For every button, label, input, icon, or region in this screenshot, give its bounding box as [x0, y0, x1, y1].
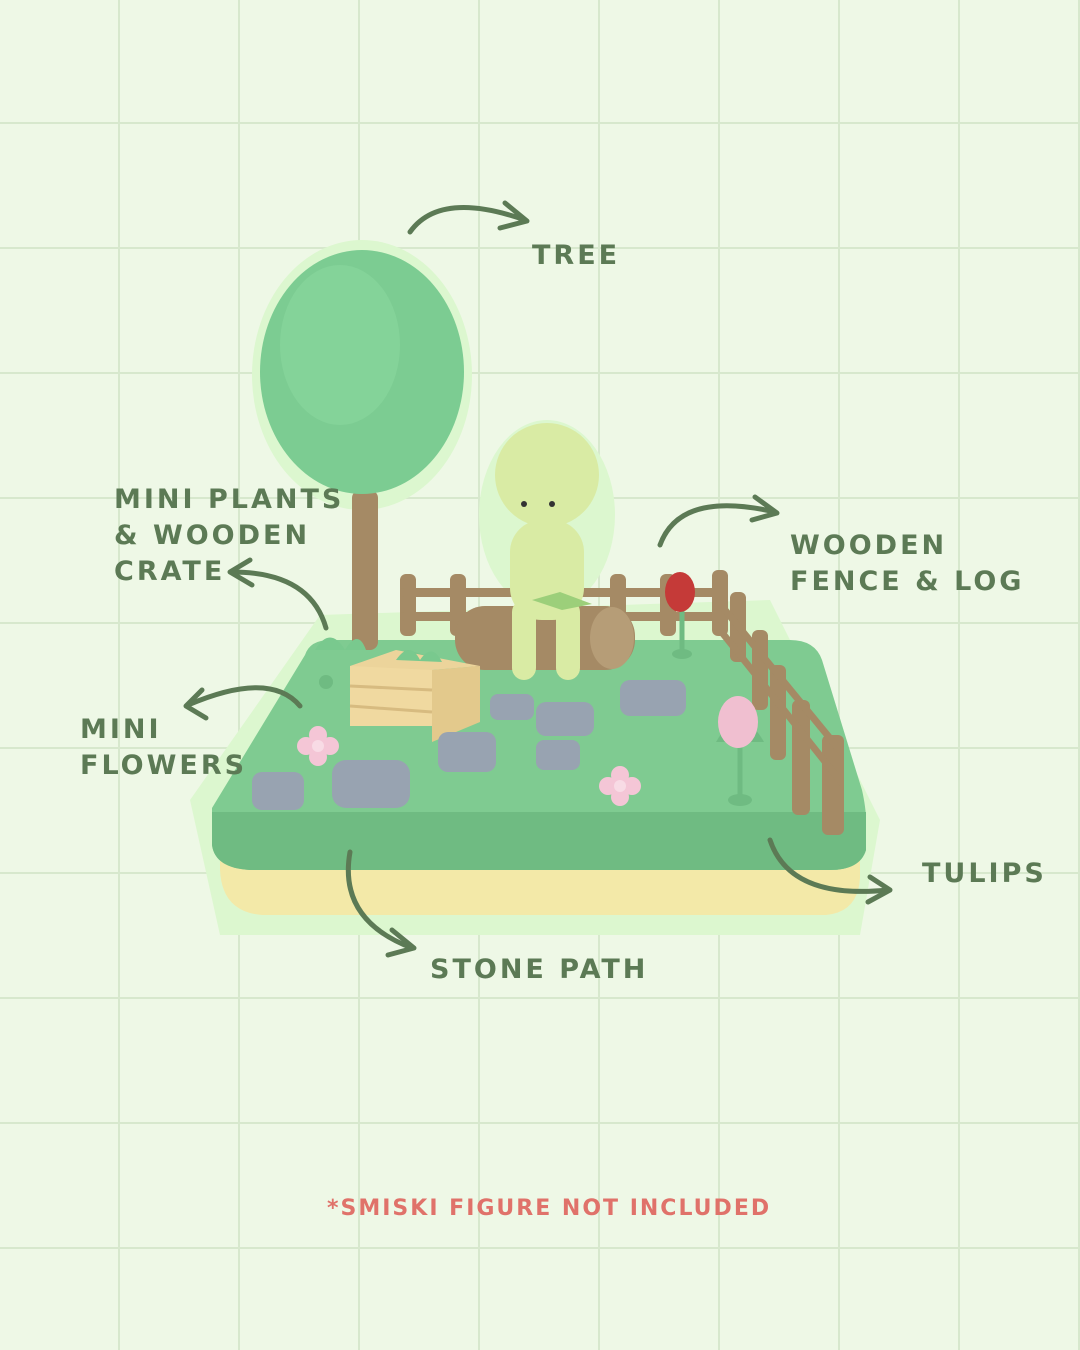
label-stone-path: STONE PATH	[430, 954, 649, 985]
mini-plants	[315, 637, 442, 689]
smiski-figure	[495, 423, 599, 680]
label-mini-plants-crate: MINI PLANTS & WOODEN CRATE	[114, 484, 345, 587]
wooden-log	[455, 606, 635, 670]
stone-path	[252, 680, 686, 810]
footnote: *SMISKI FIGURE NOT INCLUDED	[327, 1196, 772, 1221]
annotation-arrows	[183, 200, 893, 958]
label-tulips: TULIPS	[922, 858, 1047, 889]
base-grass-edge	[212, 812, 866, 870]
tulips	[665, 572, 764, 806]
label-tree: TREE	[532, 240, 621, 271]
label-mini-flowers: MINI FLOWERS	[80, 714, 248, 781]
mini-flowers	[297, 726, 641, 806]
label-fence-log: WOODEN FENCE & LOG	[790, 530, 1025, 597]
tree	[260, 250, 464, 650]
